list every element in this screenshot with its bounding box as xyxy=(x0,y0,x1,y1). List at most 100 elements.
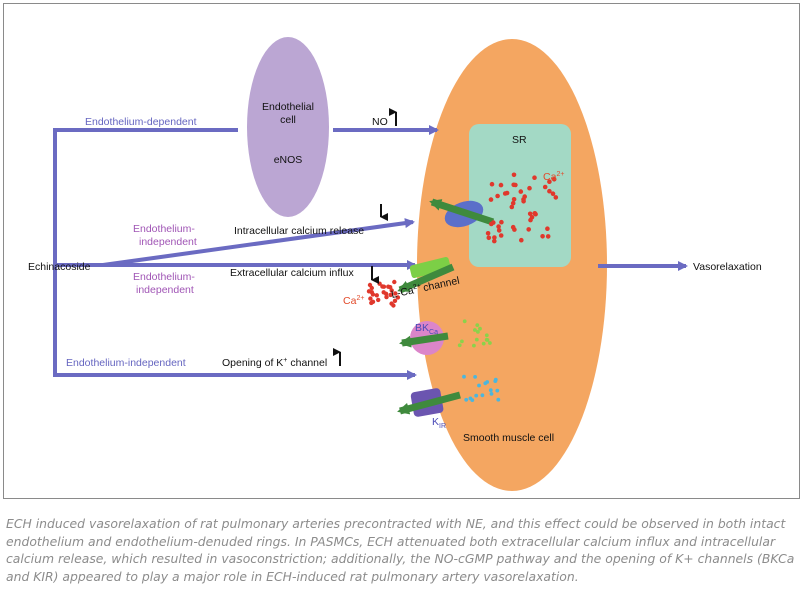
calcium-ion-dot xyxy=(511,197,517,202)
calcium-ion-dot xyxy=(381,284,387,289)
label-extracellular-influx: Extracellular calcium influx xyxy=(230,267,354,279)
label-endothelium-independent-1a: Endothelium- xyxy=(133,223,195,235)
label-intracellular-release: Intracellular calcium release xyxy=(234,225,364,237)
potassium-ion-dot xyxy=(464,397,469,402)
calcium-dots-sr xyxy=(485,172,559,244)
flux-arrow-l-channel xyxy=(397,263,455,294)
potassium-ion-dot xyxy=(488,341,492,345)
calcium-ion-dot xyxy=(532,175,537,180)
calcium-ion-dot xyxy=(368,296,373,301)
potassium-ion-dot xyxy=(489,392,494,396)
flux-arrow-kir xyxy=(397,391,461,415)
calcium-ion-dot xyxy=(527,185,532,191)
calcium-dots-extracellular xyxy=(366,279,401,308)
calcium-ion-dot xyxy=(545,226,550,231)
indicator-arrows xyxy=(333,108,397,366)
potassium-ion-dot xyxy=(475,323,480,327)
potassium-ion-dot xyxy=(481,341,486,346)
potassium-ion-dot xyxy=(474,393,479,398)
flux-arrow-bk xyxy=(399,332,449,348)
calcium-ion-dot xyxy=(393,291,398,296)
calcium-ion-dot xyxy=(392,279,397,285)
calcium-ion-dot xyxy=(489,181,495,187)
calcium-ion-dot xyxy=(547,179,552,184)
label-kir: KIR xyxy=(432,416,446,430)
potassium-ion-dot xyxy=(496,397,501,402)
calcium-ion-dot xyxy=(550,191,556,196)
calcium-ion-dot xyxy=(498,233,504,238)
calcium-ion-dot xyxy=(518,189,524,194)
calcium-ion-dot xyxy=(542,184,548,190)
calcium-ion-dot xyxy=(384,294,389,300)
calcium-ion-dot xyxy=(369,300,374,306)
label-sr: SR xyxy=(512,134,527,146)
potassium-dots-kir xyxy=(462,374,501,402)
calcium-ion-dot xyxy=(526,227,531,232)
sarcoplasmic-reticulum xyxy=(469,124,571,267)
label-echinacoside: Echinacoside xyxy=(28,261,91,273)
potassium-dots-bk xyxy=(457,319,492,348)
calcium-ion-dot xyxy=(381,290,386,295)
figure-caption: ECH induced vasorelaxation of rat pulmon… xyxy=(6,516,795,584)
calcium-ion-dot xyxy=(492,235,497,240)
potassium-ion-dot xyxy=(472,343,476,348)
calcium-ion-dot xyxy=(388,292,393,298)
label-endothelium-independent-2b: independent xyxy=(136,284,194,296)
l-type-calcium-channel xyxy=(409,256,451,278)
calcium-ion-dot xyxy=(509,204,515,210)
calcium-ion-dot xyxy=(389,288,394,293)
label-vasorelaxation: Vasorelaxation xyxy=(693,261,762,273)
calcium-ion-dot xyxy=(547,188,552,194)
calcium-ion-dot xyxy=(499,219,504,225)
calcium-ion-dot xyxy=(386,284,391,289)
arrow-intracellular xyxy=(102,218,415,267)
calcium-ion-dot xyxy=(502,191,508,196)
potassium-ion-dot xyxy=(480,393,485,398)
label-endothelial-cell-1: Endothelial xyxy=(262,101,314,113)
label-smooth-muscle-cell: Smooth muscle cell xyxy=(463,432,554,444)
potassium-ion-dot xyxy=(474,337,479,342)
potassium-ion-dot xyxy=(457,343,462,348)
calcium-ion-dot xyxy=(392,298,398,303)
potassium-ion-dot xyxy=(462,374,466,379)
potassium-ion-dot xyxy=(460,339,464,344)
calcium-ion-dot xyxy=(540,234,545,239)
calcium-ion-dot xyxy=(512,227,517,232)
calcium-ion-dot xyxy=(545,234,551,239)
potassium-ion-dot xyxy=(473,375,477,379)
calcium-ion-dot xyxy=(489,221,494,227)
figure-frame xyxy=(3,3,800,499)
label-opening-k-channel: Opening of K+channel xyxy=(222,357,327,369)
potassium-ion-dot xyxy=(468,396,473,401)
calcium-ion-dot xyxy=(519,237,524,243)
label-endothelium-dependent: Endothelium-dependent xyxy=(85,116,197,128)
potassium-ion-dot xyxy=(493,377,498,382)
label-endothelium-independent-2a: Endothelium- xyxy=(133,271,195,283)
calcium-ion-dot xyxy=(377,281,382,286)
calcium-ion-dot xyxy=(513,182,518,188)
ion-flux-arrows xyxy=(397,198,495,415)
mechanism-diagram: Echinacoside Endothelium-dependent Endot… xyxy=(28,37,762,491)
calcium-ion-dot xyxy=(374,293,379,298)
calcium-ion-dot xyxy=(498,182,504,188)
potassium-ion-dot xyxy=(476,330,480,334)
label-endothelial-cell-2: cell xyxy=(280,114,296,126)
label-enos: eNOS xyxy=(274,154,303,166)
pathway-arrows xyxy=(53,125,688,380)
potassium-ion-dot xyxy=(488,388,493,393)
calcium-ion-dot xyxy=(551,177,557,182)
calcium-ion-dot xyxy=(488,197,494,202)
calcium-ion-dot xyxy=(495,193,500,199)
potassium-ion-dot xyxy=(478,326,482,331)
calcium-ion-dot xyxy=(532,211,538,216)
label-ca-inside: Ca2+ xyxy=(543,171,564,183)
calcium-ion-dot xyxy=(527,211,533,217)
calcium-ion-dot xyxy=(389,301,394,306)
label-ca-outside: Ca2+ xyxy=(343,295,364,307)
label-endothelium-independent-3: Endothelium-independent xyxy=(66,357,186,369)
potassium-ion-dot xyxy=(495,388,500,393)
calcium-ion-dot xyxy=(369,285,374,291)
calcium-ion-dot xyxy=(521,199,526,204)
potassium-ion-dot xyxy=(477,383,481,388)
calcium-ion-dot xyxy=(492,238,497,244)
